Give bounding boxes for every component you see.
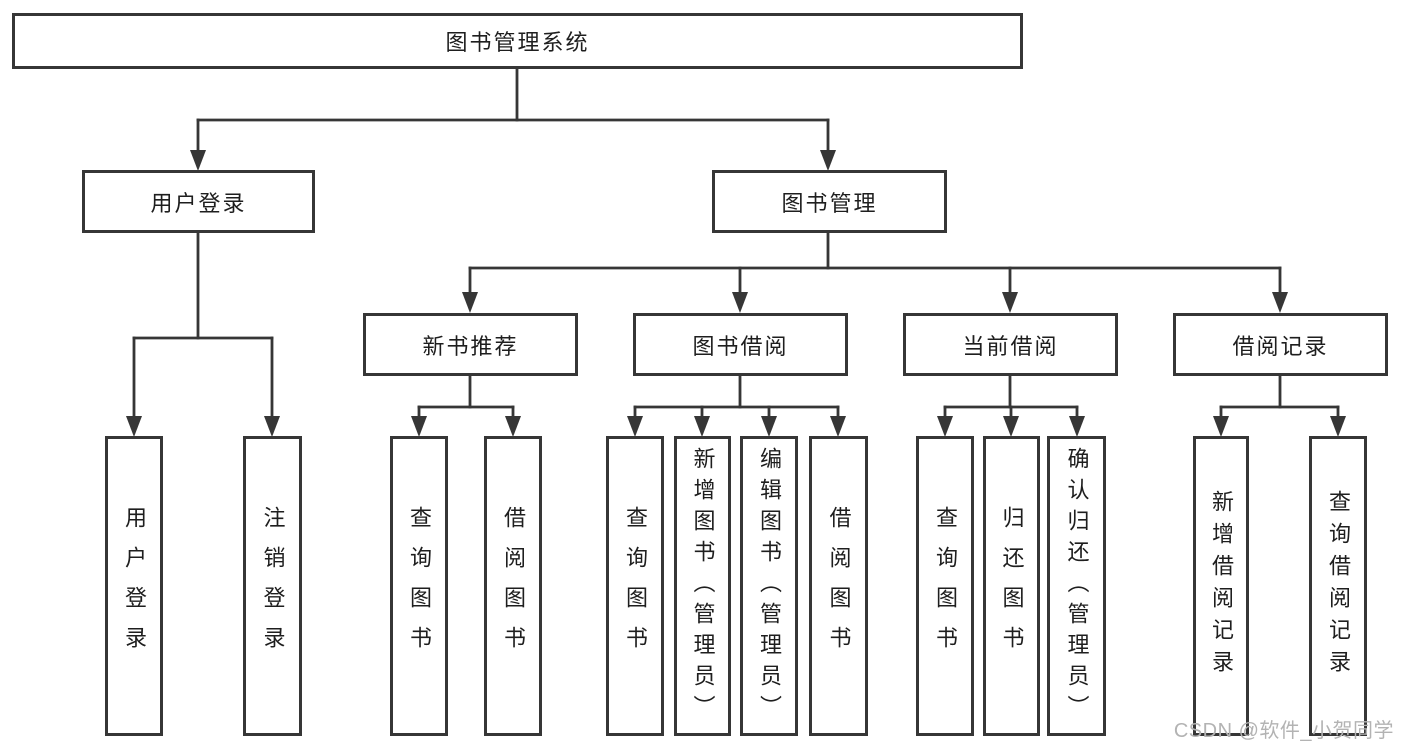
node-book-borrow-label: 图书借阅 xyxy=(692,333,789,359)
node-root-label: 图书管理系统 xyxy=(445,30,590,55)
leaf-query-books-borrow-label: 查询图书 xyxy=(623,506,648,666)
leaf-confirm-return-admin: 确认归还（管理员） xyxy=(1047,436,1106,736)
node-user-login-label: 用户登录 xyxy=(150,190,247,216)
leaf-logout: 注销登录 xyxy=(243,436,302,736)
node-new-book-recommend-label: 新书推荐 xyxy=(422,333,519,359)
leaf-edit-book-admin: 编辑图书（管理员） xyxy=(740,436,798,736)
leaf-add-borrow-record-label: 新增借阅记录 xyxy=(1209,490,1234,682)
leaf-logout-label: 注销登录 xyxy=(260,506,286,666)
leaf-add-borrow-record: 新增借阅记录 xyxy=(1193,436,1249,736)
leaf-borrow-books-recommend: 借阅图书 xyxy=(484,436,542,736)
leaf-return-book: 归还图书 xyxy=(983,436,1040,736)
leaf-add-book-admin: 新增图书（管理员） xyxy=(674,436,731,736)
leaf-query-books-current: 查询图书 xyxy=(916,436,974,736)
leaf-user-login-label: 用户登录 xyxy=(122,506,147,666)
leaf-add-book-admin-label: 新增图书（管理员） xyxy=(690,446,716,726)
node-user-login: 用户登录 xyxy=(82,170,315,233)
leaf-query-books-recommend-label: 查询图书 xyxy=(407,506,432,666)
node-borrow-records-label: 借阅记录 xyxy=(1232,333,1329,359)
csdn-watermark: CSDN @软件_小贺同学 xyxy=(1173,720,1394,742)
leaf-borrow-books-borrow: 借阅图书 xyxy=(809,436,868,736)
leaf-edit-book-admin-label: 编辑图书（管理员） xyxy=(757,446,782,726)
leaf-confirm-return-admin-label: 确认归还（管理员） xyxy=(1064,446,1090,726)
node-borrow-records: 借阅记录 xyxy=(1173,313,1388,376)
node-new-book-recommend: 新书推荐 xyxy=(363,313,578,376)
node-book-management-label: 图书管理 xyxy=(781,190,878,216)
leaf-return-book-label: 归还图书 xyxy=(999,506,1025,666)
node-current-borrow: 当前借阅 xyxy=(903,313,1118,376)
leaf-user-login: 用户登录 xyxy=(105,436,163,736)
leaf-borrow-books-recommend-label: 借阅图书 xyxy=(501,506,526,666)
node-book-borrow: 图书借阅 xyxy=(633,313,848,376)
node-root: 图书管理系统 xyxy=(12,13,1023,69)
node-current-borrow-label: 当前借阅 xyxy=(962,333,1059,359)
arrowheads-group xyxy=(126,150,1346,437)
node-book-management: 图书管理 xyxy=(712,170,947,233)
leaf-borrow-books-borrow-label: 借阅图书 xyxy=(826,506,852,666)
leaf-query-books-recommend: 查询图书 xyxy=(390,436,448,736)
leaf-query-borrow-record: 查询借阅记录 xyxy=(1309,436,1367,736)
leaf-query-borrow-record-label: 查询借阅记录 xyxy=(1326,490,1351,682)
leaf-query-books-current-label: 查询图书 xyxy=(933,506,958,666)
leaf-query-books-borrow: 查询图书 xyxy=(606,436,664,736)
